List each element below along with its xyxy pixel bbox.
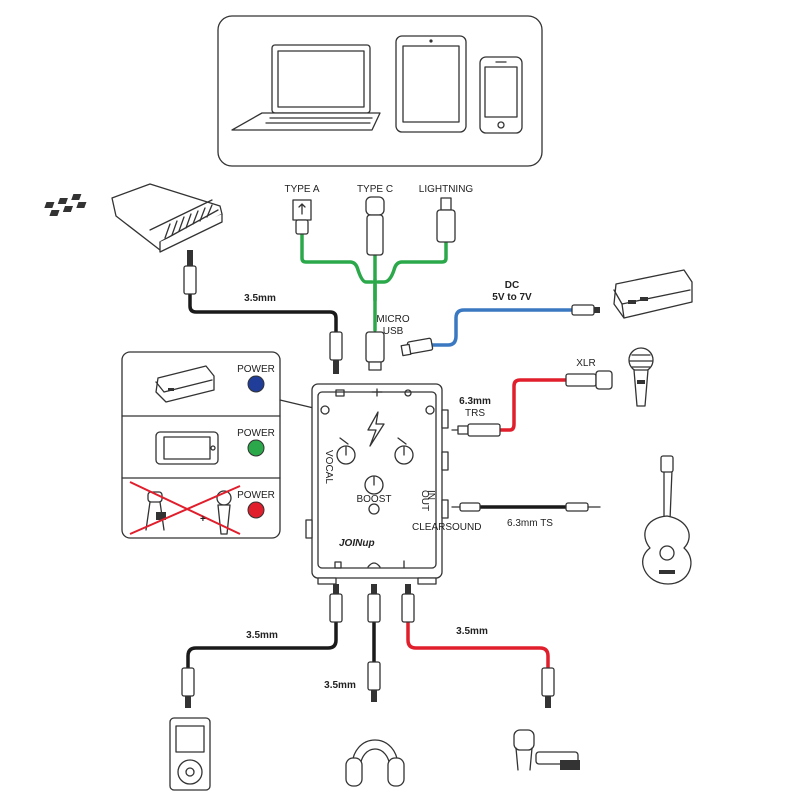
dc-label-line1: DC (505, 280, 519, 291)
power-bank-small-icon (155, 365, 215, 403)
svg-text:+: + (200, 514, 206, 525)
headphone-aux-plug (367, 661, 381, 702)
mp3-aux-plug (181, 667, 195, 708)
trs-label-line1: 6.3mm (459, 396, 491, 407)
power-label: POWER (237, 364, 275, 375)
joinup-audio-interface: BOOST VOCAL IN OUT JOINup CLEARSOUND (305, 383, 481, 585)
out-cable-right (406, 620, 550, 670)
midi-keyboard-icon (44, 183, 223, 253)
power-label: POWER (237, 428, 275, 439)
keyboard-aux-cable (188, 290, 338, 334)
brand-logo: JOINup (339, 538, 375, 549)
mp3-player-icon (169, 717, 211, 791)
ts-plug-left (451, 502, 481, 512)
lightning-connector (436, 197, 456, 243)
vocal-label: VOCAL (323, 450, 334, 484)
xlr-connector (565, 370, 613, 390)
micro-usb-label-line2: USB (383, 326, 404, 337)
host-devices-frame (217, 15, 543, 167)
phone-landscape-icon (155, 431, 219, 465)
out-plug-left (329, 584, 343, 623)
xlr-label: XLR (576, 358, 595, 369)
ts-plug-right (565, 502, 601, 512)
type-c-label: TYPE C (357, 184, 393, 195)
keyboard-aux-plug (183, 250, 197, 295)
power-label: POWER (237, 490, 275, 501)
power-indicator-blue: POWER (237, 364, 275, 393)
guitar-icon (642, 455, 692, 585)
dc-plug-left (400, 337, 434, 357)
out-plug-right (401, 584, 415, 623)
out-mid-label: 3.5mm (324, 680, 356, 691)
out-left-label: 3.5mm (246, 630, 278, 641)
lavalier-and-mic-icon: + (129, 481, 241, 535)
lightning-logo-icon (367, 411, 385, 447)
type-c-connector (365, 196, 385, 256)
keyboard-cable-label: 3.5mm (244, 293, 276, 304)
out-cable-left (186, 620, 338, 670)
lavalier-aux-plug (541, 667, 555, 708)
laptop-icon (231, 44, 381, 131)
lightning-label: LIGHTNING (419, 184, 474, 195)
dc-cable (430, 308, 574, 347)
dc-plug-right (571, 304, 600, 316)
dc-label-line2: 5V to 7V (492, 292, 532, 303)
boost-label: BOOST (356, 494, 391, 505)
usb-cable-bundle (300, 230, 448, 332)
micro-usb-label-line1: MICRO (376, 314, 410, 325)
instrument-volume-knob (394, 437, 414, 465)
tablet-icon (395, 35, 467, 133)
power-indicator-green: POWER (237, 428, 275, 457)
xlr-cable (498, 378, 568, 432)
phone-icon (479, 56, 523, 134)
device-aux-in-plug (329, 331, 343, 374)
type-a-label: TYPE A (284, 184, 319, 195)
type-a-connector (292, 199, 312, 235)
power-mode-panel: + POWER POWER POWER (121, 351, 323, 539)
power-bank-icon (613, 269, 693, 319)
out-label: OUT (419, 490, 430, 511)
micro-usb-connector (365, 331, 385, 371)
trs-plug (451, 423, 501, 437)
lavalier-mic-icon (513, 729, 580, 771)
ts-label: 6.3mm TS (507, 518, 553, 529)
sub-brand-label: CLEARSOUND (412, 522, 481, 533)
mic-volume-knob (336, 437, 356, 465)
boost-button: BOOST (356, 494, 392, 515)
trs-label-line2: TRS (465, 408, 485, 419)
headphones-icon (345, 739, 405, 787)
headphone-volume-knob (364, 475, 384, 495)
out-plug-mid (367, 584, 381, 623)
microphone-icon (628, 347, 654, 407)
in-label: IN (425, 490, 436, 500)
out-right-label: 3.5mm (456, 626, 488, 637)
power-indicator-red: POWER (237, 490, 275, 519)
